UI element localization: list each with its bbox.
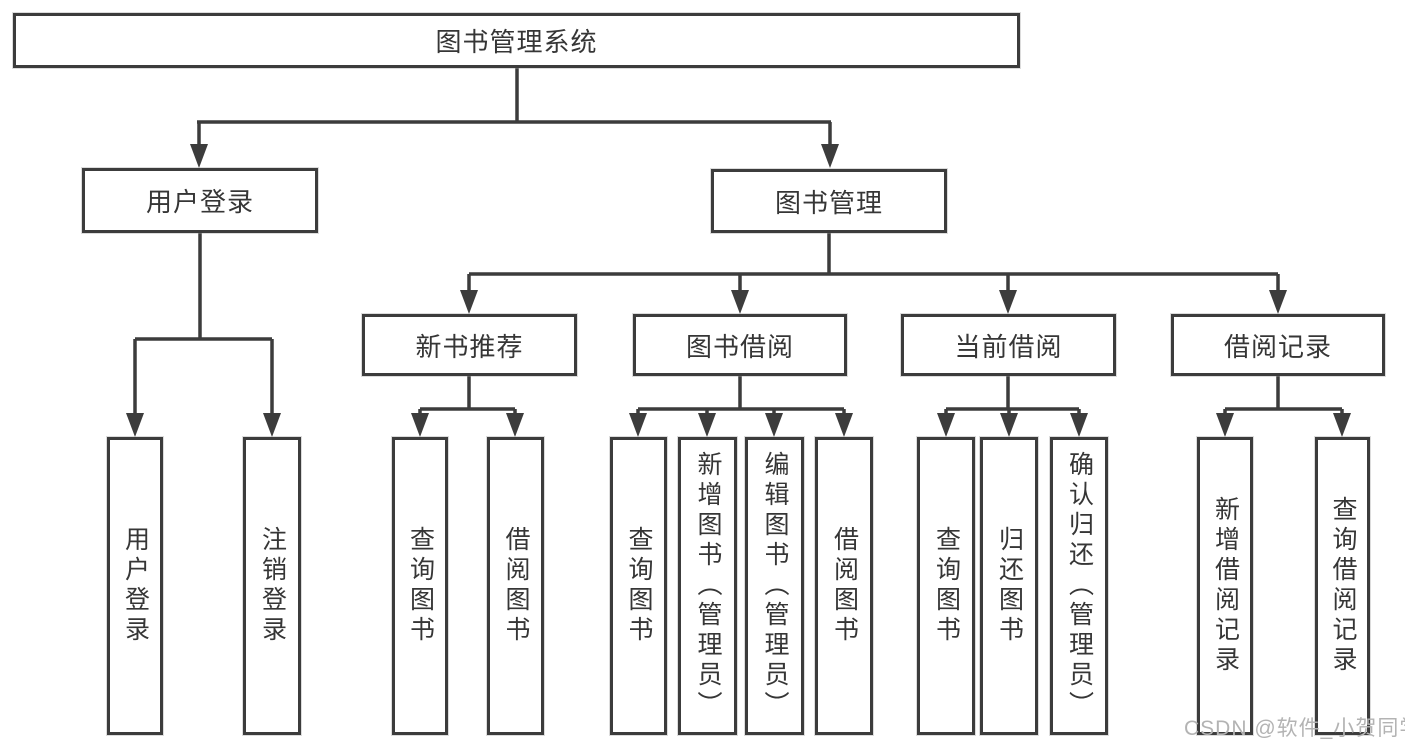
leaf-return-books: 归还图书 <box>980 437 1038 735</box>
arrowheads <box>126 144 1351 437</box>
leaf-query-books-current: 查询图书 <box>917 437 975 735</box>
node-book-borrowing: 图书借阅 <box>633 314 847 376</box>
leaf-query-books-recommend: 查询图书 <box>392 437 448 735</box>
node-root-system: 图书管理系统 <box>13 13 1020 68</box>
leaf-borrow-books-recommend: 借阅图书 <box>487 437 544 735</box>
leaf-confirm-return-admin: 确认归还（管理员） <box>1050 437 1108 735</box>
node-new-book-recommend: 新书推荐 <box>362 314 577 376</box>
leaf-borrow-books: 借阅图书 <box>815 437 873 735</box>
node-user-login: 用户登录 <box>82 168 318 233</box>
node-book-management: 图书管理 <box>711 169 947 233</box>
leaf-user-login: 用户登录 <box>107 437 163 735</box>
watermark: CSDN @软件_小贺同学 <box>1184 717 1405 740</box>
leaf-query-books-borrowing: 查询图书 <box>610 437 667 735</box>
leaf-query-borrow-record: 查询借阅记录 <box>1315 437 1370 735</box>
leaf-edit-book-admin: 编辑图书（管理员） <box>745 437 804 735</box>
node-borrowing-records: 借阅记录 <box>1171 314 1385 376</box>
leaf-add-book-admin: 新增图书（管理员） <box>678 437 737 735</box>
leaf-logout: 注销登录 <box>243 437 301 735</box>
node-current-borrowing: 当前借阅 <box>901 314 1116 376</box>
leaf-add-borrow-record: 新增借阅记录 <box>1197 437 1253 735</box>
